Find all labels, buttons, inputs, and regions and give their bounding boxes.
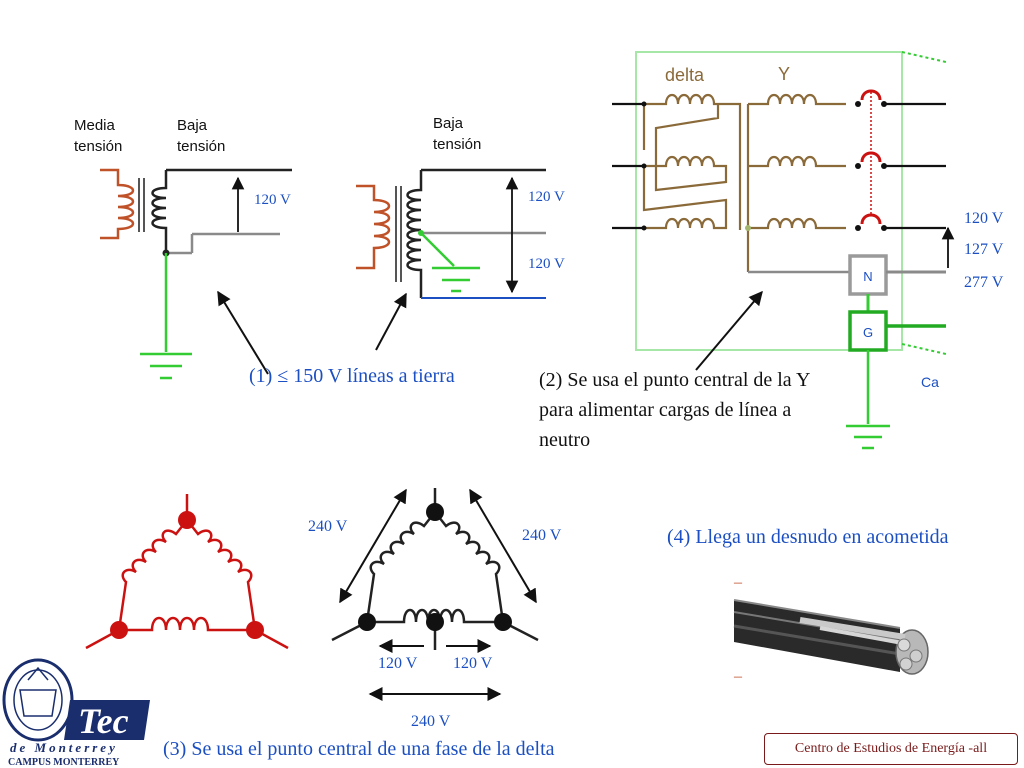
caption-2-line1: (2) Se usa el punto central de la Y xyxy=(539,369,810,391)
voltage-277-right-label: 277 V xyxy=(964,274,1004,291)
caption-2-line3: neutro xyxy=(539,429,590,451)
baja-tension-label-line1: Baja xyxy=(177,117,208,134)
transformer-diagram-2: Baja tensión 120 V 120 V xyxy=(356,115,565,299)
callout-arrow-2 xyxy=(695,290,763,371)
voltage-120-upper-label: 120 V xyxy=(528,189,565,205)
primary-coil xyxy=(356,184,391,270)
caption-4: (4) Llega un desnudo en acometida xyxy=(667,526,949,548)
voltage-120-right-label: 120 V xyxy=(964,210,1004,227)
callout-arrow-1b xyxy=(375,292,407,351)
footer-credit: Centro de Estudios de Energía -all xyxy=(764,733,1018,765)
media-tension-label-line1: Media xyxy=(74,117,116,134)
ground-bus-label: G xyxy=(863,325,873,340)
ca-label: Ca xyxy=(921,374,939,390)
delta-label: delta xyxy=(665,65,705,85)
wye-label: Y xyxy=(778,64,790,84)
voltage-120-bottom-right-label: 120 V xyxy=(453,655,493,672)
primary-coil xyxy=(100,168,135,240)
voltage-240-left-label: 240 V xyxy=(308,518,348,535)
baja-tension-label-line2: tensión xyxy=(433,136,481,153)
neutral-label: N xyxy=(863,269,872,284)
transformer-diagram-1: Media tensión Baja tensión 120 V xyxy=(74,117,292,380)
logo-subtitle: de Monterrey xyxy=(10,740,118,755)
caption-3: (3) Se usa el punto central de una fase … xyxy=(163,738,555,760)
voltage-120-label: 120 V xyxy=(254,192,291,208)
voltage-120-lower-label: 120 V xyxy=(528,256,565,272)
secondary-coil xyxy=(151,170,168,253)
breakers xyxy=(855,89,946,231)
dash-bottom: – xyxy=(733,668,743,685)
caption-1: (1) ≤ 150 V líneas a tierra xyxy=(249,365,455,387)
voltage-240-bottom-label: 240 V xyxy=(411,713,451,730)
caption-2-line2: para alimentar cargas de línea a xyxy=(539,399,791,421)
baja-tension-label-line2: tensión xyxy=(177,138,225,155)
callout-arrow-1a xyxy=(217,290,269,375)
media-tension-label-line2: tensión xyxy=(74,138,122,155)
voltage-240-right-label: 240 V xyxy=(522,527,562,544)
voltage-127-right-label: 127 V xyxy=(964,241,1004,258)
dash-top: – xyxy=(733,574,743,591)
bare-conductor-cable-image xyxy=(733,599,929,675)
logo-brand: Tec xyxy=(78,701,129,741)
baja-tension-label-line1: Baja xyxy=(433,115,464,132)
logo-campus: CAMPUS MONTERREY xyxy=(8,757,120,768)
tec-monterrey-logo: Tec de Monterrey CAMPUS MONTERREY xyxy=(2,658,150,768)
delta-wye-transformer: delta Y xyxy=(612,51,1004,450)
voltage-120-bottom-left-label: 120 V xyxy=(378,655,418,672)
